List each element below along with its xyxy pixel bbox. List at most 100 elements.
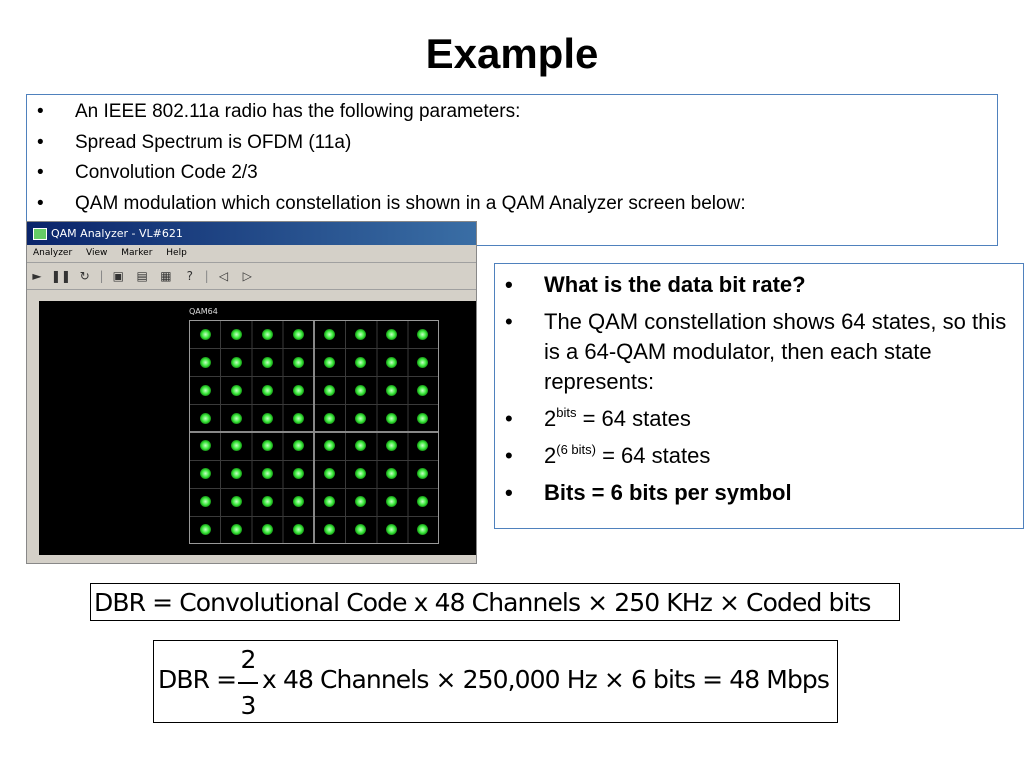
menu-item-marker[interactable]: Marker <box>121 248 153 258</box>
answer-box: What is the data bit rate? The QAM const… <box>494 263 1024 529</box>
marker-right-icon[interactable]: ▷ <box>242 269 252 283</box>
constellation-point <box>293 329 304 341</box>
constellation-point <box>417 468 428 480</box>
constellation-point <box>231 523 242 535</box>
list-item: An IEEE 802.11a radio has the following … <box>37 98 746 129</box>
fraction-denominator: 3 <box>240 690 256 720</box>
app-icon <box>33 228 47 240</box>
constellation-display: QAM64 <box>39 301 476 555</box>
menu-item-help[interactable]: Help <box>166 248 187 258</box>
constellation-point <box>417 412 428 424</box>
constellation-point <box>200 412 211 424</box>
constellation-point <box>355 468 366 480</box>
dbr-general-formula: DBR = Convolutional Code x 48 Channels ×… <box>90 583 900 621</box>
marker-left-icon[interactable]: ◁ <box>218 269 229 283</box>
eq1-rest: = 64 states <box>576 406 691 431</box>
constellation-point <box>324 412 335 424</box>
constellation-grid <box>189 320 439 544</box>
refresh-icon[interactable]: ↻ <box>79 269 90 283</box>
print-icon[interactable]: ▦ <box>160 269 172 283</box>
constellation-point <box>386 329 397 341</box>
constellation-point <box>324 523 335 535</box>
constellation-point <box>262 468 273 480</box>
constellation-point <box>200 329 211 341</box>
constellation-point <box>200 468 211 480</box>
constellation-point <box>355 495 366 507</box>
qam-analyzer-screenshot: QAM Analyzer - VL#621 Analyzer View Mark… <box>26 221 477 564</box>
constellation-point <box>355 357 366 369</box>
toolbar-separator: | <box>204 269 209 283</box>
answer-list: What is the data bit rate? The QAM const… <box>505 270 1014 515</box>
formula-suffix: x 48 Channels × 250,000 Hz × 6 bits = 48… <box>262 665 830 694</box>
constellation-point <box>324 495 335 507</box>
constellation-point <box>293 468 304 480</box>
constellation-point <box>417 440 428 452</box>
help-icon[interactable]: ? <box>186 269 193 283</box>
menu-item-view[interactable]: View <box>86 248 108 258</box>
fraction-numerator: 2 <box>240 645 256 674</box>
constellation-point <box>293 412 304 424</box>
constellation-point <box>386 495 397 507</box>
constellation-point <box>231 440 242 452</box>
parameters-list: An IEEE 802.11a radio has the following … <box>37 98 746 221</box>
constellation-point <box>386 412 397 424</box>
constellation-point <box>262 412 273 424</box>
constellation-point <box>293 384 304 396</box>
constellation-point <box>262 495 273 507</box>
explanation-item: The QAM constellation shows 64 states, s… <box>505 307 1014 397</box>
constellation-point <box>417 384 428 396</box>
eq1-exponent: bits <box>556 405 577 420</box>
constellation-point <box>262 329 273 341</box>
constellation-point <box>262 384 273 396</box>
constellation-point <box>231 329 242 341</box>
list-item: Convolution Code 2/3 <box>37 159 746 190</box>
question-item: What is the data bit rate? <box>505 270 1014 300</box>
constellation-point <box>262 357 273 369</box>
result-item: Bits = 6 bits per symbol <box>505 478 1014 508</box>
constellation-point <box>417 495 428 507</box>
settings-icon[interactable]: ▤ <box>136 269 148 283</box>
constellation-point <box>231 468 242 480</box>
play-icon[interactable]: ► <box>32 269 42 283</box>
qam-toolbar: ► ❚❚ ↻ | ▣ ▤ ▦ ? | ◁ ▷ <box>27 263 476 290</box>
dbr-computed-formula: DBR = 2 3 x 48 Channels × 250,000 Hz × 6… <box>153 640 838 723</box>
constellation-point <box>386 440 397 452</box>
constellation-point <box>293 357 304 369</box>
fraction-bar <box>238 682 258 684</box>
fraction: 2 3 <box>238 643 258 723</box>
qam-window-titlebar: QAM Analyzer - VL#621 <box>27 222 476 245</box>
constellation-point <box>200 523 211 535</box>
menu-item-analyzer[interactable]: Analyzer <box>33 248 73 258</box>
equation-item: 2(6 bits) = 64 states <box>505 441 1014 471</box>
qam-window-title: QAM Analyzer - VL#621 <box>51 227 183 240</box>
constellation-point <box>386 384 397 396</box>
parameters-box: An IEEE 802.11a radio has the following … <box>26 94 998 246</box>
constellation-point <box>231 495 242 507</box>
qam-menubar: Analyzer View Marker Help <box>27 245 476 263</box>
eq2-exponent: (6 bits) <box>556 442 596 457</box>
constellation-point <box>200 357 211 369</box>
constellation-point <box>293 495 304 507</box>
page-title: Example <box>425 30 599 77</box>
qam-statusbar <box>27 555 476 563</box>
constellation-point <box>417 357 428 369</box>
constellation-point <box>324 468 335 480</box>
constellation-point <box>355 523 366 535</box>
constellation-point <box>355 329 366 341</box>
eq1-base: 2 <box>544 406 557 431</box>
constellation-label: QAM64 <box>189 307 218 316</box>
constellation-point <box>200 495 211 507</box>
constellation-point <box>355 440 366 452</box>
constellation-point <box>200 440 211 452</box>
list-item: QAM modulation which constellation is sh… <box>37 190 746 221</box>
pause-icon[interactable]: ❚❚ <box>50 269 71 283</box>
constellation-point <box>200 384 211 396</box>
constellation-point <box>293 440 304 452</box>
save-icon[interactable]: ▣ <box>112 269 124 283</box>
constellation-point <box>231 357 242 369</box>
constellation-point <box>355 384 366 396</box>
list-item: Spread Spectrum is OFDM (11a) <box>37 129 746 160</box>
constellation-point <box>417 329 428 341</box>
constellation-point <box>262 523 273 535</box>
constellation-point <box>293 523 304 535</box>
